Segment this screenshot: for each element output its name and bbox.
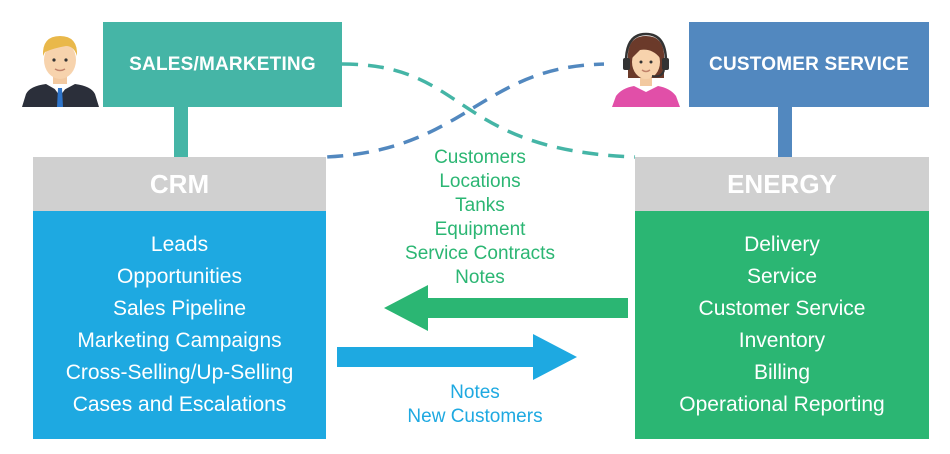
crm-item: Sales Pipeline [112,297,247,320]
service-agent-avatar [604,22,689,107]
flow-field: Customers [434,147,526,168]
energy-item: Delivery [744,233,820,256]
crm-title: CRM [33,157,326,211]
flow-field: Notes [450,382,500,403]
energy-item: Billing [753,361,811,384]
energy-item: Inventory [738,329,826,352]
arrow-right-icon [337,334,577,380]
energy-item: Service [746,265,818,288]
arrow-left-icon [384,285,628,331]
crm-to-energy-fields: Notes New Customers [375,381,575,429]
crm-item: Leads [150,233,209,256]
service-to-crm-dashed-line [325,62,611,159]
energy-item-list: Delivery Service Customer Service Invent… [635,211,929,439]
sales-to-crm-connector [174,107,188,157]
energy-to-crm-fields: Customers Locations Tanks Equipment Serv… [380,146,580,290]
energy-item: Customer Service [698,297,866,320]
flow-field: Tanks [455,195,505,216]
flow-field: New Customers [407,406,543,427]
customer-service-header: CUSTOMER SERVICE [689,22,929,107]
flow-field: Notes [455,267,505,288]
crm-item: Opportunities [117,265,242,288]
sales-to-energy-dashed-line [341,62,636,159]
crm-item-list: Leads Opportunities Sales Pipeline Marke… [33,211,326,439]
crm-item: Marketing Campaigns [77,329,282,352]
sales-marketing-header: SALES/MARKETING [103,22,342,107]
crm-item: Cases and Escalations [72,393,287,416]
crm-item: Cross-Selling/Up-Selling [65,361,294,384]
flow-field: Locations [439,171,521,192]
flow-field: Equipment [434,219,526,240]
salesperson-avatar [18,22,103,107]
energy-title: ENERGY [635,157,929,211]
energy-item: Operational Reporting [679,393,885,416]
service-to-energy-connector [778,107,792,157]
flow-field: Service Contracts [405,243,555,264]
